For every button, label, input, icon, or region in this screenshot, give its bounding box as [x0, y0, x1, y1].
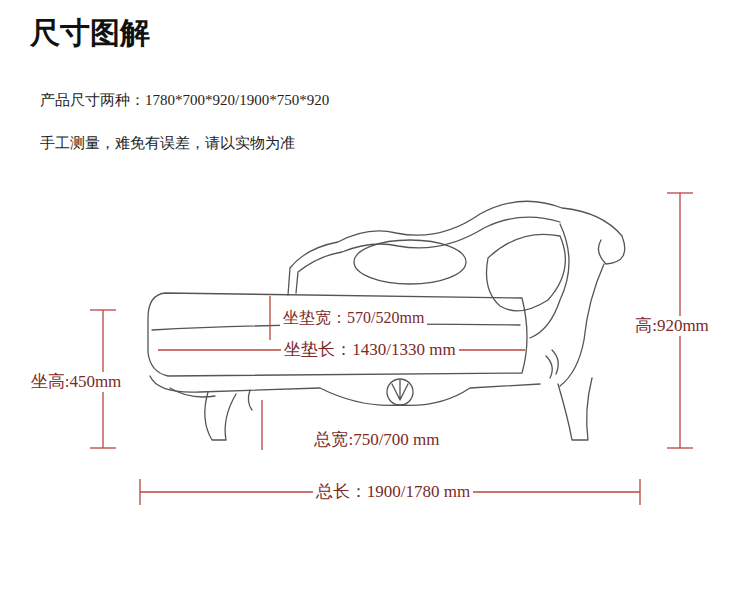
shell-carving [387, 379, 413, 405]
backrest-inner [296, 217, 560, 293]
seat-width-dim: 坐垫宽：570/520mm [280, 308, 427, 327]
length-tick [639, 479, 640, 505]
shell-ribs [392, 380, 408, 400]
seat-height-dim: 坐高:450mm [28, 372, 125, 392]
measure-note: 手工测量，难免有误差，请以实物为准 [40, 134, 295, 152]
page-title: 尺寸图解 [30, 15, 150, 51]
length-dim: 总长：1900/1780 mm [313, 482, 473, 502]
backrest-frame [288, 201, 625, 295]
chaise-sketch [148, 201, 625, 440]
height-tick [667, 447, 693, 448]
mid-leg [248, 390, 252, 410]
seat-apron [150, 376, 540, 405]
seat-height-tick [90, 309, 116, 310]
product-note: 产品尺寸两种：1780*700*920/1900*750*920 [40, 91, 329, 109]
length-tick [139, 479, 140, 505]
dimension-lines [90, 193, 693, 505]
width-line [261, 400, 262, 450]
rear-leg [558, 378, 592, 440]
back-pillow [487, 234, 566, 310]
front-leg [205, 392, 236, 440]
arm-inner [530, 224, 569, 338]
seat-length-dim: 坐垫长：1430/1330 mm [281, 340, 458, 360]
bolster-pillow [354, 240, 466, 284]
width-dim: 总宽:750/700 mm [311, 430, 442, 450]
seat-width-line [269, 296, 270, 340]
height-tick [667, 192, 693, 193]
seat-height-tick [90, 447, 116, 448]
height-dim: 高:920mm [632, 316, 712, 336]
arm-carving [546, 350, 558, 378]
seat-cushion [148, 293, 527, 376]
